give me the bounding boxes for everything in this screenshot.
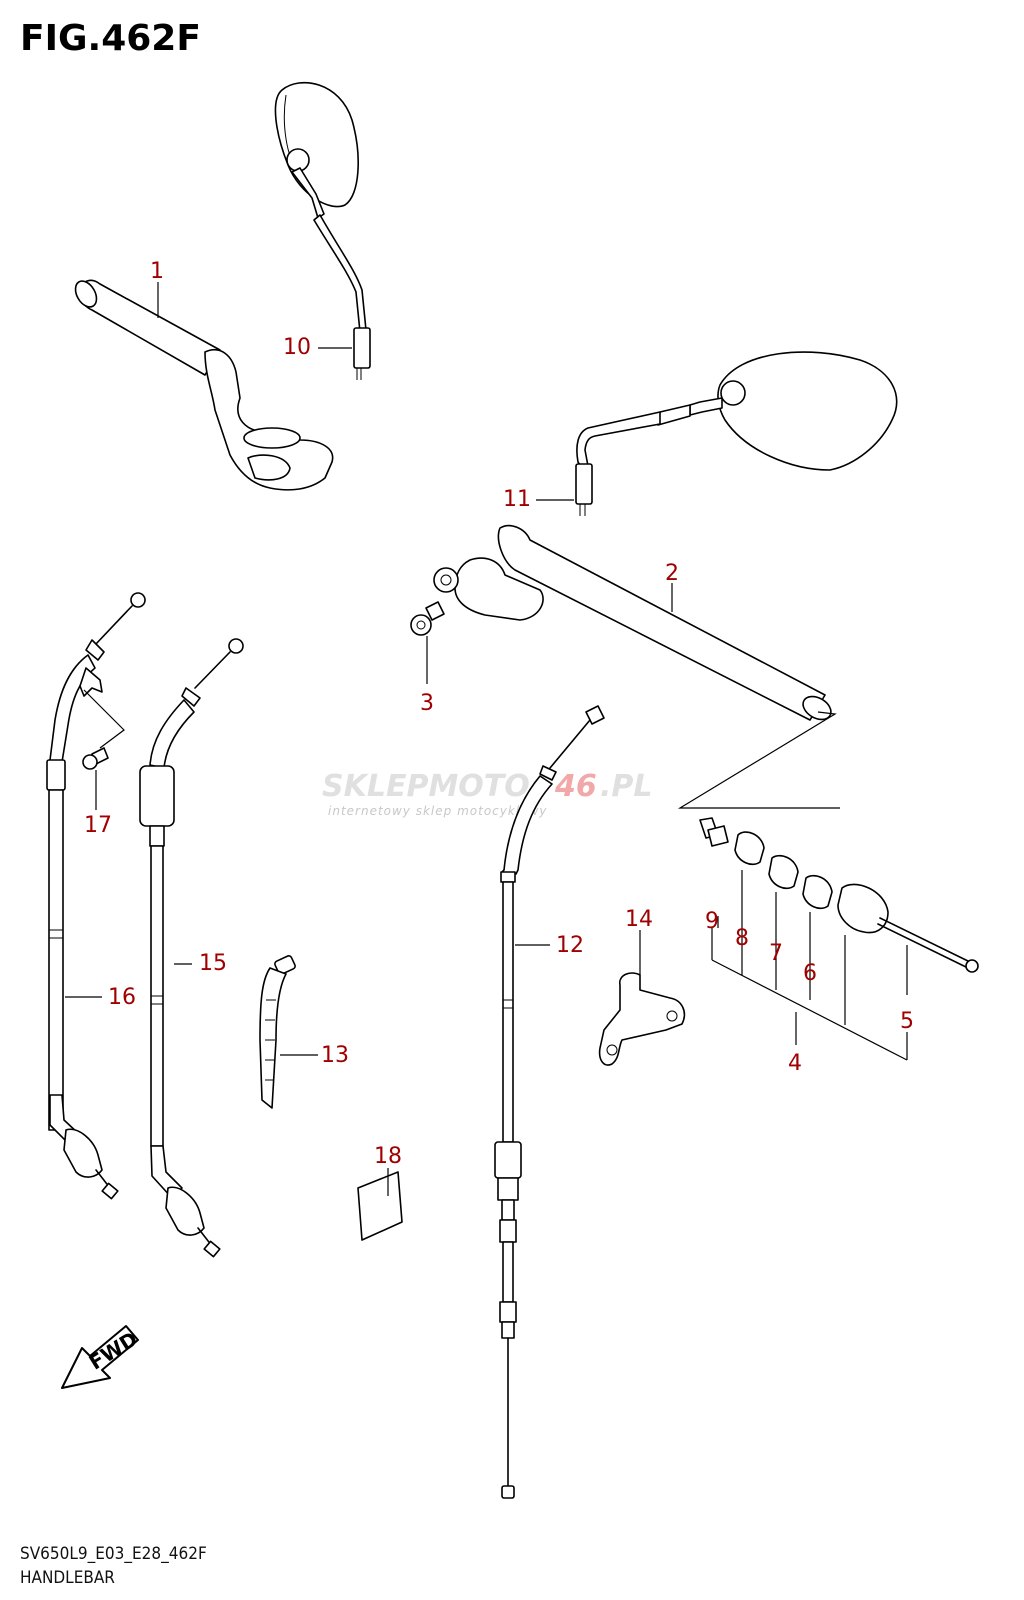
fwd-arrow-icon: FWD — [61, 1325, 142, 1389]
screw-17 — [82, 747, 109, 770]
watermark-number: 46 — [554, 769, 597, 804]
callouts: 1 2 3 4 5 6 7 8 9 10 11 12 13 14 15 16 1… — [84, 259, 914, 1169]
handlebar-right — [433, 524, 832, 721]
callout-1: 1 — [150, 259, 164, 284]
watermark-domain: .PL — [600, 769, 653, 804]
clutch-cable-12 — [494, 705, 605, 1499]
callout-14: 14 — [625, 907, 653, 932]
footer-section-name: HANDLEBAR — [20, 1568, 115, 1588]
callout-6: 6 — [803, 961, 817, 986]
footer-code: SV650L9_E03_E28_462F — [20, 1544, 207, 1564]
bar-end-assembly — [699, 817, 979, 973]
callout-5: 5 — [900, 1009, 914, 1034]
clip-17-leader — [83, 689, 125, 749]
callout-leaders — [65, 282, 719, 1196]
callout-18: 18 — [374, 1144, 402, 1169]
cable-tie-13 — [259, 955, 296, 1109]
bolt-3 — [410, 601, 445, 636]
callout-7: 7 — [769, 941, 783, 966]
callout-12: 12 — [556, 933, 584, 958]
throttle-cable-16 — [46, 592, 146, 1200]
callout-4: 4 — [788, 1051, 802, 1076]
watermark-tagline: internetowy sklep motocyklowy — [328, 804, 547, 818]
callout-2: 2 — [665, 561, 679, 586]
callout-3: 3 — [420, 691, 434, 716]
mirror-right — [575, 351, 898, 516]
figure-title: FIG.462F — [20, 18, 201, 59]
callout-10: 10 — [283, 335, 311, 360]
throttle-cable-15 — [139, 638, 244, 1258]
fwd-label: FWD — [85, 1327, 142, 1375]
callout-13: 13 — [321, 1043, 349, 1068]
callout-16: 16 — [108, 985, 136, 1010]
callout-11: 11 — [503, 487, 531, 512]
bar-end-leader — [677, 711, 840, 809]
callout-9: 9 — [705, 909, 719, 934]
callout-8: 8 — [735, 926, 749, 951]
mirror-left — [274, 81, 371, 380]
watermark-brand: SKLEPMOTO — [322, 769, 530, 804]
label-sticker-18 — [357, 1171, 403, 1241]
callout-15: 15 — [199, 951, 227, 976]
callout-17: 17 — [84, 813, 112, 838]
watermark: SKLEPMOTO 46 .PL internetowy sklep motoc… — [322, 769, 653, 818]
bracket-14 — [598, 972, 686, 1066]
handlebar-left — [74, 279, 334, 491]
group-4-leaders — [711, 870, 908, 1061]
